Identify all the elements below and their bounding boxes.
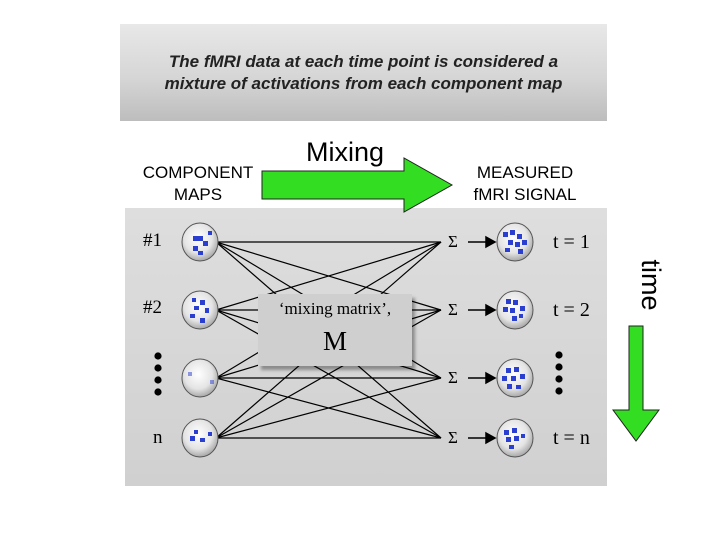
- component-map-2: [182, 291, 218, 329]
- sum-symbol-1: Σ: [448, 232, 458, 252]
- mixing-matrix-symbol: M: [258, 326, 412, 357]
- component-ellipsis: [154, 352, 161, 395]
- timepoint-label-n: t = n: [553, 427, 590, 450]
- measured-map-3: [497, 359, 533, 397]
- measured-map-1: [497, 223, 533, 261]
- sum-output-arrows: [468, 237, 495, 443]
- time-arrow: [613, 326, 659, 441]
- sum-symbol-n: Σ: [448, 428, 458, 448]
- component-map-1: [182, 223, 218, 261]
- component-label-2: #2: [143, 297, 162, 319]
- timepoint-label-1: t = 1: [553, 231, 590, 254]
- timepoint-ellipsis: [555, 351, 562, 394]
- measured-map-n: [497, 419, 533, 457]
- mixing-arrow: [262, 158, 452, 212]
- component-label-n: n: [153, 427, 163, 449]
- timepoint-label-2: t = 2: [553, 299, 590, 322]
- sum-symbol-3: Σ: [448, 368, 458, 388]
- mixing-matrix-label: ‘mixing matrix’,: [258, 299, 412, 319]
- component-map-3: [182, 359, 218, 397]
- component-map-n: [182, 419, 218, 457]
- measured-map-2: [497, 291, 533, 329]
- time-axis-label: time: [636, 255, 666, 315]
- sum-symbol-2: Σ: [448, 300, 458, 320]
- component-label-1: #1: [143, 230, 162, 252]
